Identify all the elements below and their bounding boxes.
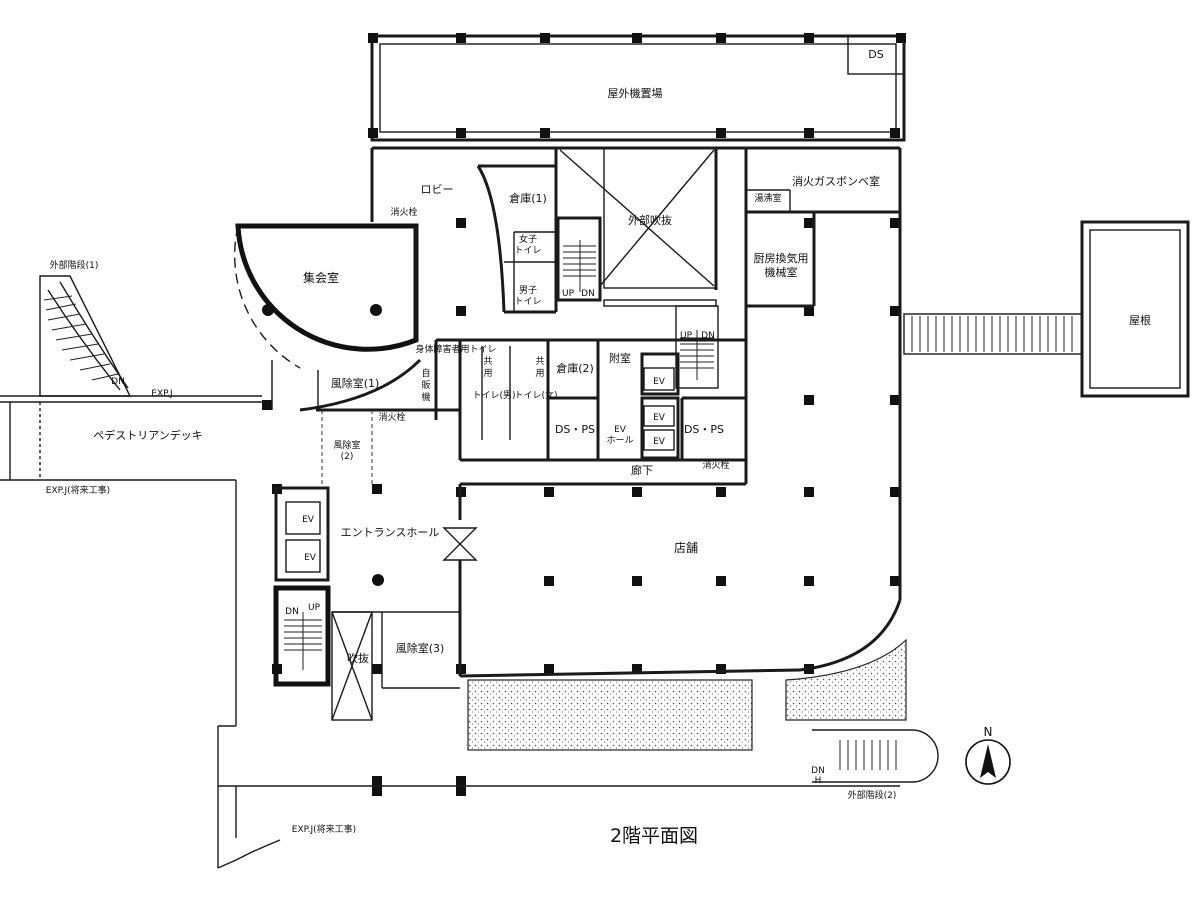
windbreak-2	[321, 410, 373, 484]
planters	[467, 638, 907, 751]
ext-stair1-dn: DN	[111, 377, 125, 387]
ext-stair2-dn: DN	[811, 766, 825, 776]
bridge-hatch	[911, 316, 1073, 352]
expj-future2-label: EXP.J(将来工事)	[292, 823, 356, 835]
annex-stair-up: UP	[680, 331, 693, 341]
ev-label-1: EV	[653, 377, 666, 387]
expj-label: EXP.J	[151, 389, 172, 399]
windbreak3-label: 風除室(3)	[396, 641, 445, 655]
vending-label-1: 自	[421, 367, 430, 379]
entrance-stair-dn: DN	[285, 607, 299, 617]
vending-label-2: 販	[421, 379, 430, 391]
external-void-label: 外部吹抜	[628, 213, 672, 227]
ds-label-top: DS	[868, 48, 883, 61]
north-label: N	[984, 725, 993, 739]
ext-stair1-label: 外部階段(1)	[50, 259, 99, 271]
entrance-hall-label: エントランスホール	[341, 526, 440, 539]
shared-wc-m-2: 用	[483, 368, 492, 379]
shop	[459, 212, 902, 678]
shared-wc-f-2: 用	[535, 368, 544, 379]
ext-stair2-h: H	[815, 776, 822, 786]
accessible-wc-label: 身体障害者用トイレ	[415, 343, 496, 355]
ev-hall-label-1: EV	[614, 425, 627, 435]
vending-label-3: 機	[421, 391, 430, 403]
pedestrian-deck	[0, 395, 262, 727]
ds-ps-label-1: DS・PS	[555, 423, 595, 436]
ext-stair2-label: 外部階段(2)	[848, 789, 897, 801]
plan-title: 2階平面図	[610, 825, 698, 847]
annex-label: 附室	[609, 351, 631, 365]
ev-label-2: EV	[653, 413, 666, 423]
lobby-block	[370, 146, 902, 484]
entrance-block	[273, 484, 478, 721]
women-wc-label2: トイレ	[514, 246, 541, 256]
shared-wc-f-1: 共	[535, 356, 544, 367]
ds-ps-label-2: DS・PS	[684, 423, 724, 436]
storage1-label: 倉庫(1)	[509, 191, 547, 205]
machine-room-label: 機械室	[765, 265, 798, 279]
stair-up-label: UP	[562, 289, 575, 299]
hydrant-corridor-label: 消火栓	[702, 459, 729, 471]
lobby-label: ロビー	[421, 183, 454, 196]
kitchen-exhaust-label: 厨房換気用	[754, 251, 809, 265]
external-void	[559, 147, 717, 289]
annex-stair-dn: DN	[701, 331, 715, 341]
stairs-entrance	[284, 612, 322, 670]
hydrant-lobby-label: 消火栓	[390, 206, 417, 218]
assembly-hall-label: 集会室	[303, 270, 339, 285]
ev-entrance-1: EV	[302, 515, 315, 525]
windbreak1-label: 風除室(1)	[331, 376, 380, 390]
stair-dn-label: DN	[581, 289, 595, 299]
ev-entrance-2: EV	[304, 553, 317, 563]
assembly-hall	[233, 223, 422, 412]
stairs-annex	[680, 330, 714, 380]
external-stair-2-treads	[839, 740, 897, 770]
expj-future-label: EXP.J(将来工事)	[46, 484, 110, 496]
shop-label: 店舗	[674, 541, 698, 555]
women-wc-label: 女子	[519, 233, 537, 245]
pedestrian-deck-label: ペデストリアンデッキ	[93, 428, 203, 442]
hydrant-mid-label: 消火栓	[378, 411, 405, 423]
external-stair-1-treads	[43, 295, 119, 381]
stairs-lobby	[563, 240, 596, 292]
shared-wc-f-3: トイレ(女)	[514, 389, 557, 401]
service-block	[316, 305, 746, 486]
windbreak2-label-a: 風除室	[333, 439, 360, 451]
shared-wc-m-3: トイレ(男)	[472, 390, 515, 401]
corridor-label: 廊下	[631, 463, 653, 477]
roof-area	[903, 220, 1190, 398]
windbreak2-label-b: (2)	[341, 452, 354, 462]
void-label: 吹抜	[347, 651, 369, 665]
shared-wc-m-1: 共	[483, 356, 492, 367]
north-arrow-icon	[965, 739, 1011, 785]
lower-terrace	[217, 726, 939, 869]
fire-gas-room-label: 消火ガスボンベ室	[792, 174, 880, 188]
entrance-stair-up: UP	[308, 603, 321, 613]
storage2-label: 倉庫(2)	[556, 361, 594, 375]
hot-water-room-label: 湯沸室	[754, 192, 781, 204]
men-wc-label: 男子	[519, 285, 537, 296]
men-wc-label2: トイレ	[514, 297, 541, 307]
ev-hall-label-2: ホール	[606, 435, 633, 446]
roof-label: 屋根	[1129, 313, 1151, 327]
ev-label-3: EV	[653, 437, 666, 447]
outdoor-units-label: 屋外機置場	[608, 86, 663, 100]
